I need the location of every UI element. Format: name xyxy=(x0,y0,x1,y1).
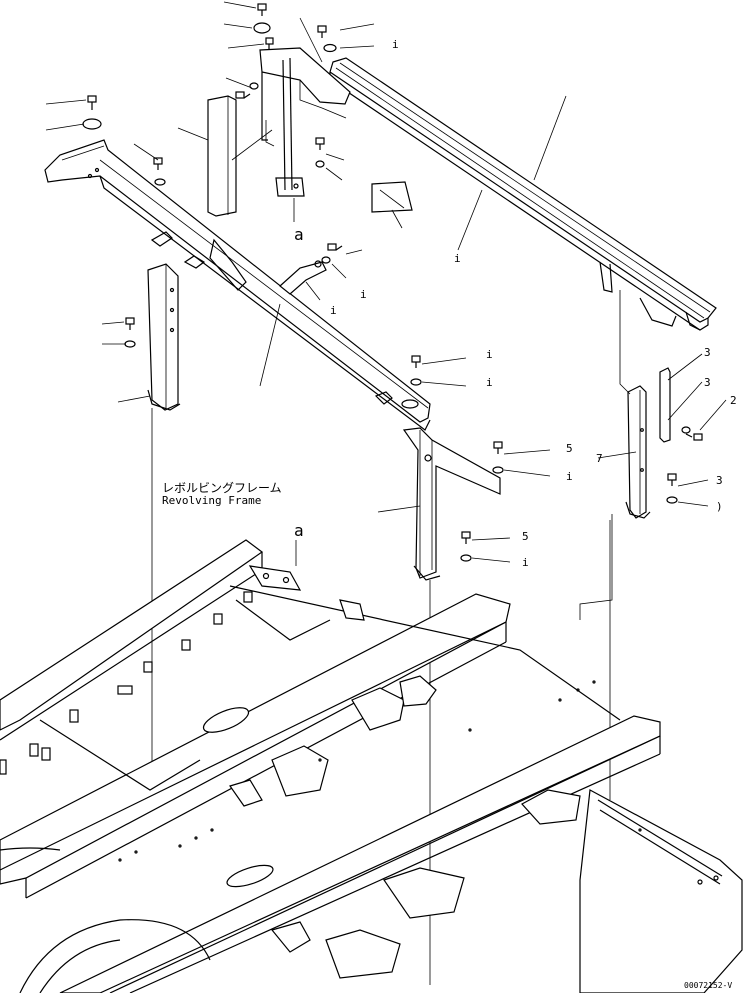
bolt-icon xyxy=(493,441,503,454)
rubber-pad xyxy=(207,95,237,217)
washer-icon xyxy=(323,43,337,53)
main-beam xyxy=(44,139,431,431)
bolt-icon xyxy=(411,355,421,368)
callout: i xyxy=(454,252,461,265)
callout: i xyxy=(486,348,493,361)
washer-icon xyxy=(253,22,271,34)
callout: i xyxy=(486,376,493,389)
clip-bracket xyxy=(279,260,327,295)
callout: 5 xyxy=(566,442,573,455)
frame-label-jp: レボルビングフレーム xyxy=(162,481,282,495)
washer-icon xyxy=(321,256,331,264)
callout: i xyxy=(392,38,399,51)
leader-lines xyxy=(45,1,727,566)
bolt-icon xyxy=(461,531,471,544)
callout: 3 xyxy=(716,474,723,487)
callout: 3 xyxy=(704,346,711,359)
callout: i xyxy=(566,470,573,483)
callout: 2 xyxy=(730,394,737,407)
callout: i xyxy=(330,304,337,317)
bolt-icon xyxy=(257,3,267,16)
washer-icon xyxy=(460,554,472,562)
washer-icon xyxy=(124,340,136,348)
bolt-icon xyxy=(667,473,677,486)
callout: 3 xyxy=(704,376,711,389)
left-post xyxy=(147,263,181,411)
washer-icon xyxy=(154,178,166,186)
bolts xyxy=(82,3,703,562)
washer-icon xyxy=(681,426,691,434)
washer-icon xyxy=(315,160,325,168)
washer-icon xyxy=(666,496,678,504)
bolt-icon xyxy=(87,95,97,110)
ref-a-bottom: a xyxy=(294,521,304,540)
bolt-icon xyxy=(327,243,343,251)
bolt-icon xyxy=(265,37,274,50)
washer-icon xyxy=(492,466,504,474)
washer-icon xyxy=(82,118,102,130)
washer-icon xyxy=(249,82,259,90)
text-labels: レボルビングフレーム Revolving Frame a a 00072152-… xyxy=(162,38,737,990)
drawing-number: 00072152-V xyxy=(684,981,732,990)
ref-a-top: a xyxy=(294,225,304,244)
center-post xyxy=(402,427,501,581)
bolt-icon xyxy=(315,137,325,150)
frame-label-en: Revolving Frame xyxy=(162,494,261,507)
callout: ) xyxy=(716,500,723,513)
right-post xyxy=(625,367,671,519)
callout: i xyxy=(360,288,367,301)
bolt-icon xyxy=(317,25,327,38)
bolt-icon xyxy=(235,91,251,99)
callout: 5 xyxy=(522,530,529,543)
washer-icon xyxy=(410,378,422,386)
bolt-icon xyxy=(685,433,703,441)
callout: 7 xyxy=(596,452,603,465)
revolving-frame xyxy=(0,539,743,993)
bolt-icon xyxy=(153,157,163,170)
triangle-plate xyxy=(371,181,413,213)
bolt-icon xyxy=(125,317,135,330)
callout: i xyxy=(522,556,529,569)
